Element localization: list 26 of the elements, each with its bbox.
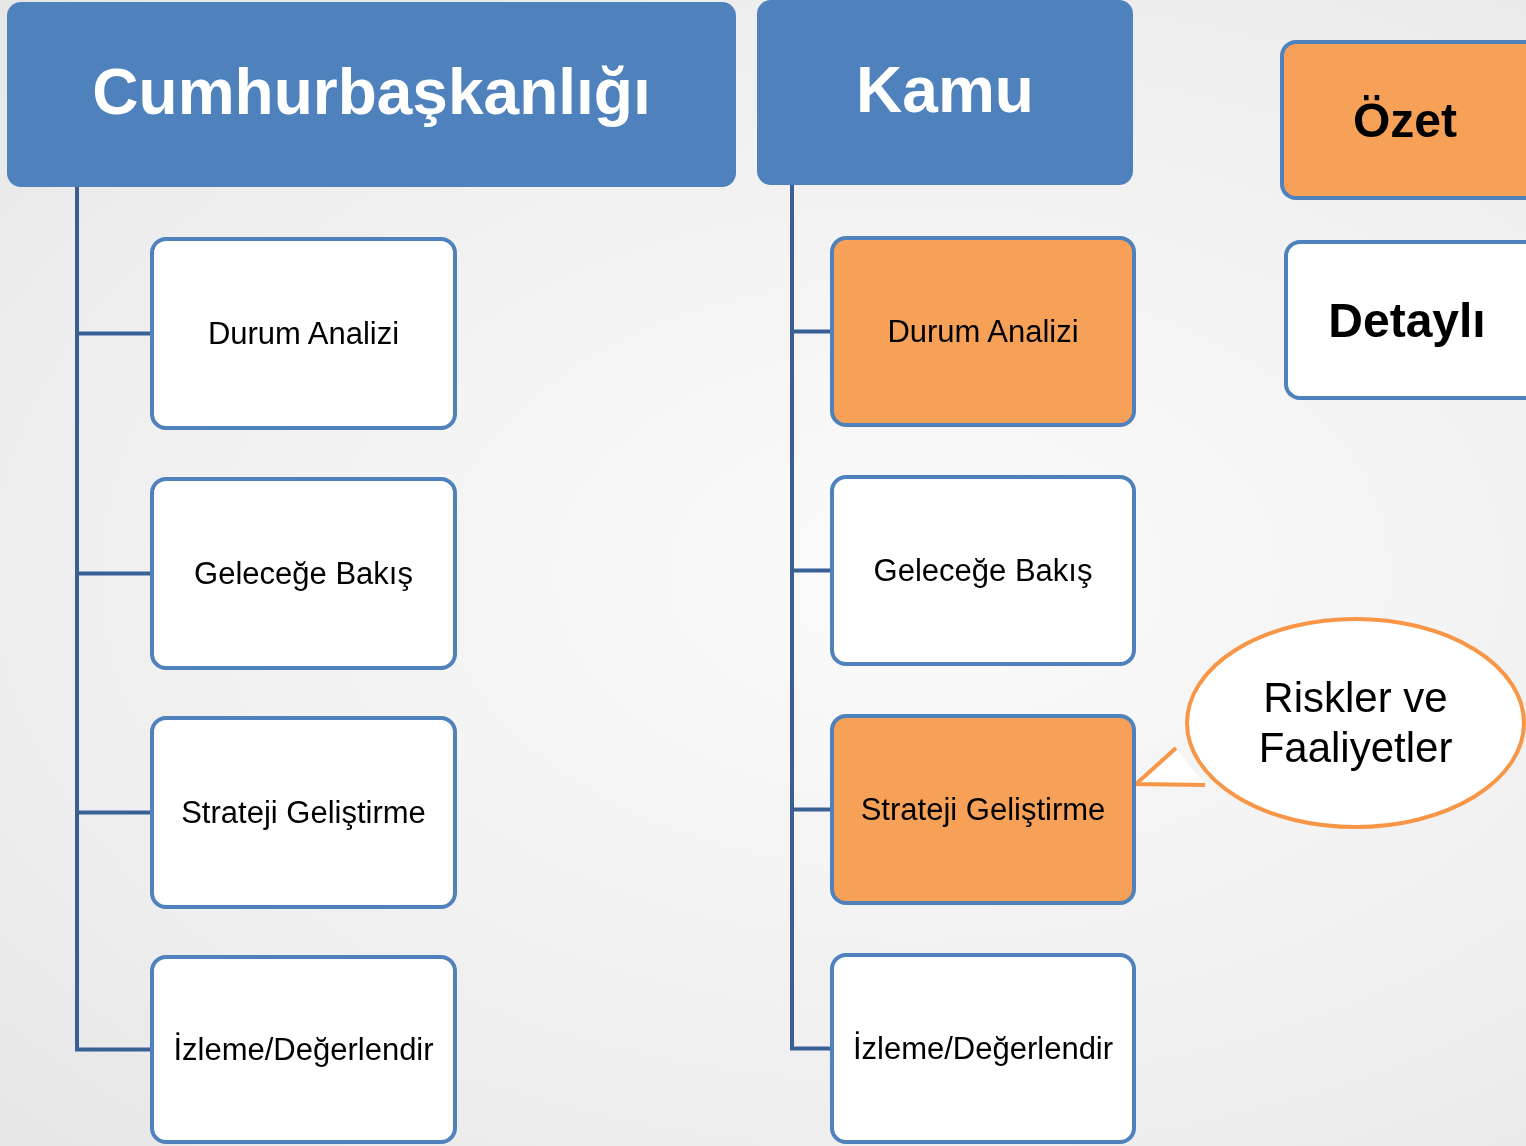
box-label: Özet <box>1353 92 1457 148</box>
bubble-text: Riskler ve Faaliyetler <box>1257 672 1454 773</box>
box-label: Strateji Geliştirme <box>860 791 1106 828</box>
box-label: İzleme/Değerlendir <box>852 1030 1114 1067</box>
header-box <box>7 2 736 187</box>
header-title: Cumhurbaşkanlığı <box>92 54 651 129</box>
box-label: Durum Analizi <box>887 313 1079 350</box>
process-box <box>830 953 1136 1144</box>
tag-box <box>1280 40 1526 200</box>
box-label: Geleceğe Bakış <box>194 555 413 592</box>
header-box <box>757 0 1133 185</box>
box-label: Geleceğe Bakış <box>873 552 1093 589</box>
tag-box <box>1284 240 1526 400</box>
process-box <box>830 475 1136 666</box>
process-box <box>830 236 1136 427</box>
box-label: Durum Analizi <box>207 315 400 352</box>
box-label: Detaylı <box>1328 292 1486 348</box>
process-box <box>150 237 457 430</box>
box-label: İzleme/Değerlendir <box>173 1031 434 1068</box>
box-label: Strateji Geliştirme <box>181 794 426 831</box>
process-box <box>150 477 457 670</box>
process-box <box>150 955 457 1144</box>
header-title: Kamu <box>856 52 1034 127</box>
process-box <box>150 716 457 909</box>
process-box <box>830 714 1136 905</box>
speech-bubble <box>1185 617 1526 829</box>
